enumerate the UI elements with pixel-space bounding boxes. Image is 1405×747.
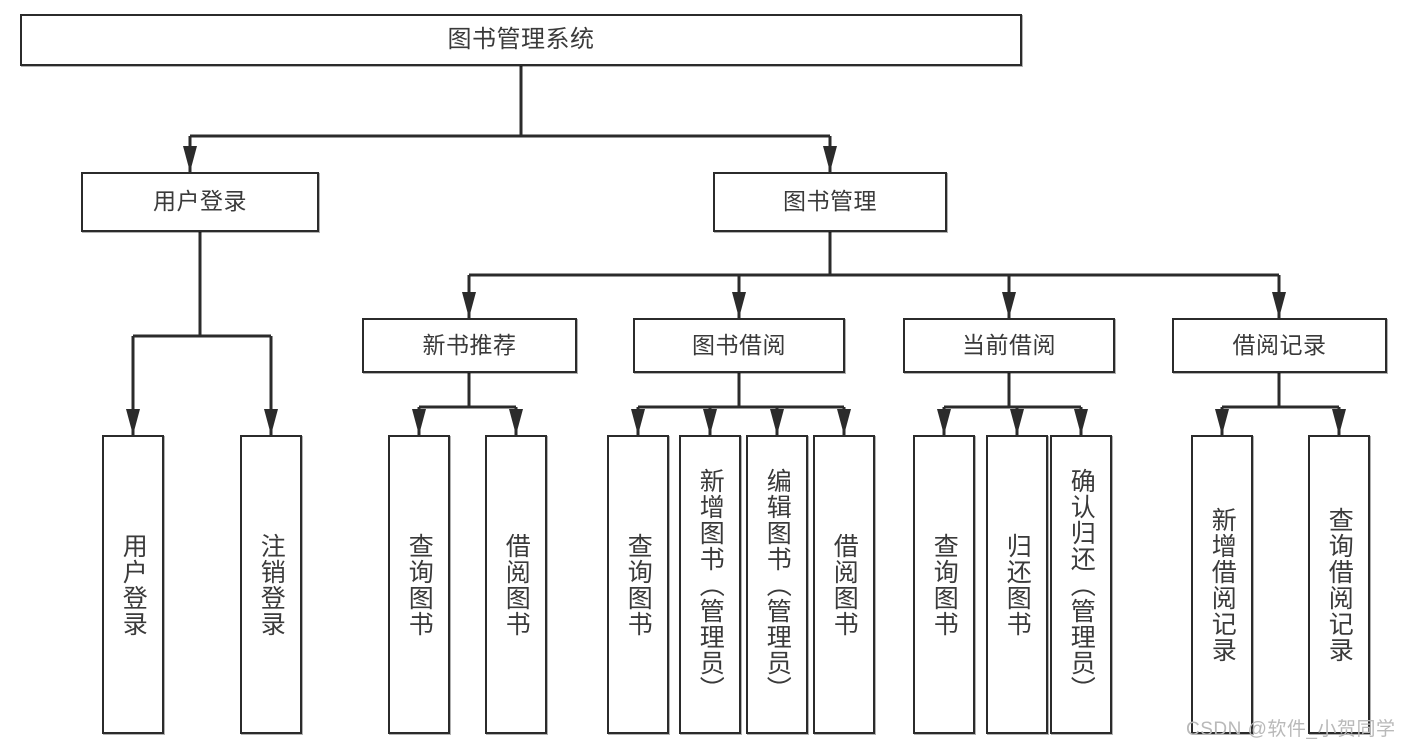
- node-leaf-query-book-borrow[interactable]: 查询图书: [607, 435, 669, 734]
- node-label: 新书推荐: [422, 331, 517, 358]
- node-leaf-query-borrow-record[interactable]: 查询借阅记录: [1308, 435, 1370, 734]
- node-leaf-borrow-book-newbook[interactable]: 借阅图书: [485, 435, 547, 734]
- node-new-book-recommendation[interactable]: 新书推荐: [362, 318, 577, 373]
- node-label: 图书管理: [783, 188, 877, 215]
- node-leaf-edit-book-admin[interactable]: 编辑图书（管理员）: [746, 435, 808, 734]
- node-label: 编辑图书（管理员）: [763, 467, 792, 702]
- node-label: 新增借阅记录: [1208, 506, 1237, 663]
- node-label: 借阅图书: [830, 532, 859, 637]
- node-label: 新增图书（管理员）: [696, 467, 725, 702]
- node-book-management[interactable]: 图书管理: [713, 172, 947, 232]
- node-label: 图书管理系统: [447, 25, 595, 53]
- node-label: 用户登录: [153, 188, 247, 215]
- node-leaf-add-book-admin[interactable]: 新增图书（管理员）: [679, 435, 741, 734]
- node-current-borrowing[interactable]: 当前借阅: [903, 318, 1115, 373]
- node-book-borrowing[interactable]: 图书借阅: [633, 318, 845, 373]
- node-leaf-logout[interactable]: 注销登录: [240, 435, 302, 734]
- node-leaf-return-book[interactable]: 归还图书: [986, 435, 1048, 734]
- node-leaf-query-book-newbook[interactable]: 查询图书: [388, 435, 450, 734]
- node-user-login[interactable]: 用户登录: [81, 172, 319, 232]
- node-leaf-user-login[interactable]: 用户登录: [102, 435, 164, 734]
- node-leaf-query-book-current[interactable]: 查询图书: [913, 435, 975, 734]
- node-label: 借阅记录: [1232, 331, 1327, 358]
- node-label: 当前借阅: [962, 331, 1056, 358]
- node-label: 查询图书: [624, 532, 653, 637]
- node-label: 查询图书: [405, 532, 434, 637]
- node-label: 用户登录: [119, 532, 148, 637]
- node-borrowing-records[interactable]: 借阅记录: [1172, 318, 1387, 373]
- node-root-book-management-system[interactable]: 图书管理系统: [20, 14, 1022, 66]
- node-leaf-confirm-return-admin[interactable]: 确认归还（管理员）: [1050, 435, 1112, 734]
- node-leaf-add-borrow-record[interactable]: 新增借阅记录: [1191, 435, 1253, 734]
- node-label: 查询借阅记录: [1325, 506, 1354, 663]
- node-label: 确认归还（管理员）: [1067, 467, 1096, 702]
- csdn-watermark: CSDN @软件_小贺同学: [1186, 719, 1396, 740]
- node-label: 图书借阅: [692, 331, 786, 358]
- node-leaf-borrow-book-borrow[interactable]: 借阅图书: [813, 435, 875, 734]
- node-label: 注销登录: [257, 532, 286, 637]
- node-label: 查询图书: [930, 532, 959, 637]
- node-label: 借阅图书: [502, 532, 531, 637]
- node-label: 归还图书: [1003, 532, 1032, 637]
